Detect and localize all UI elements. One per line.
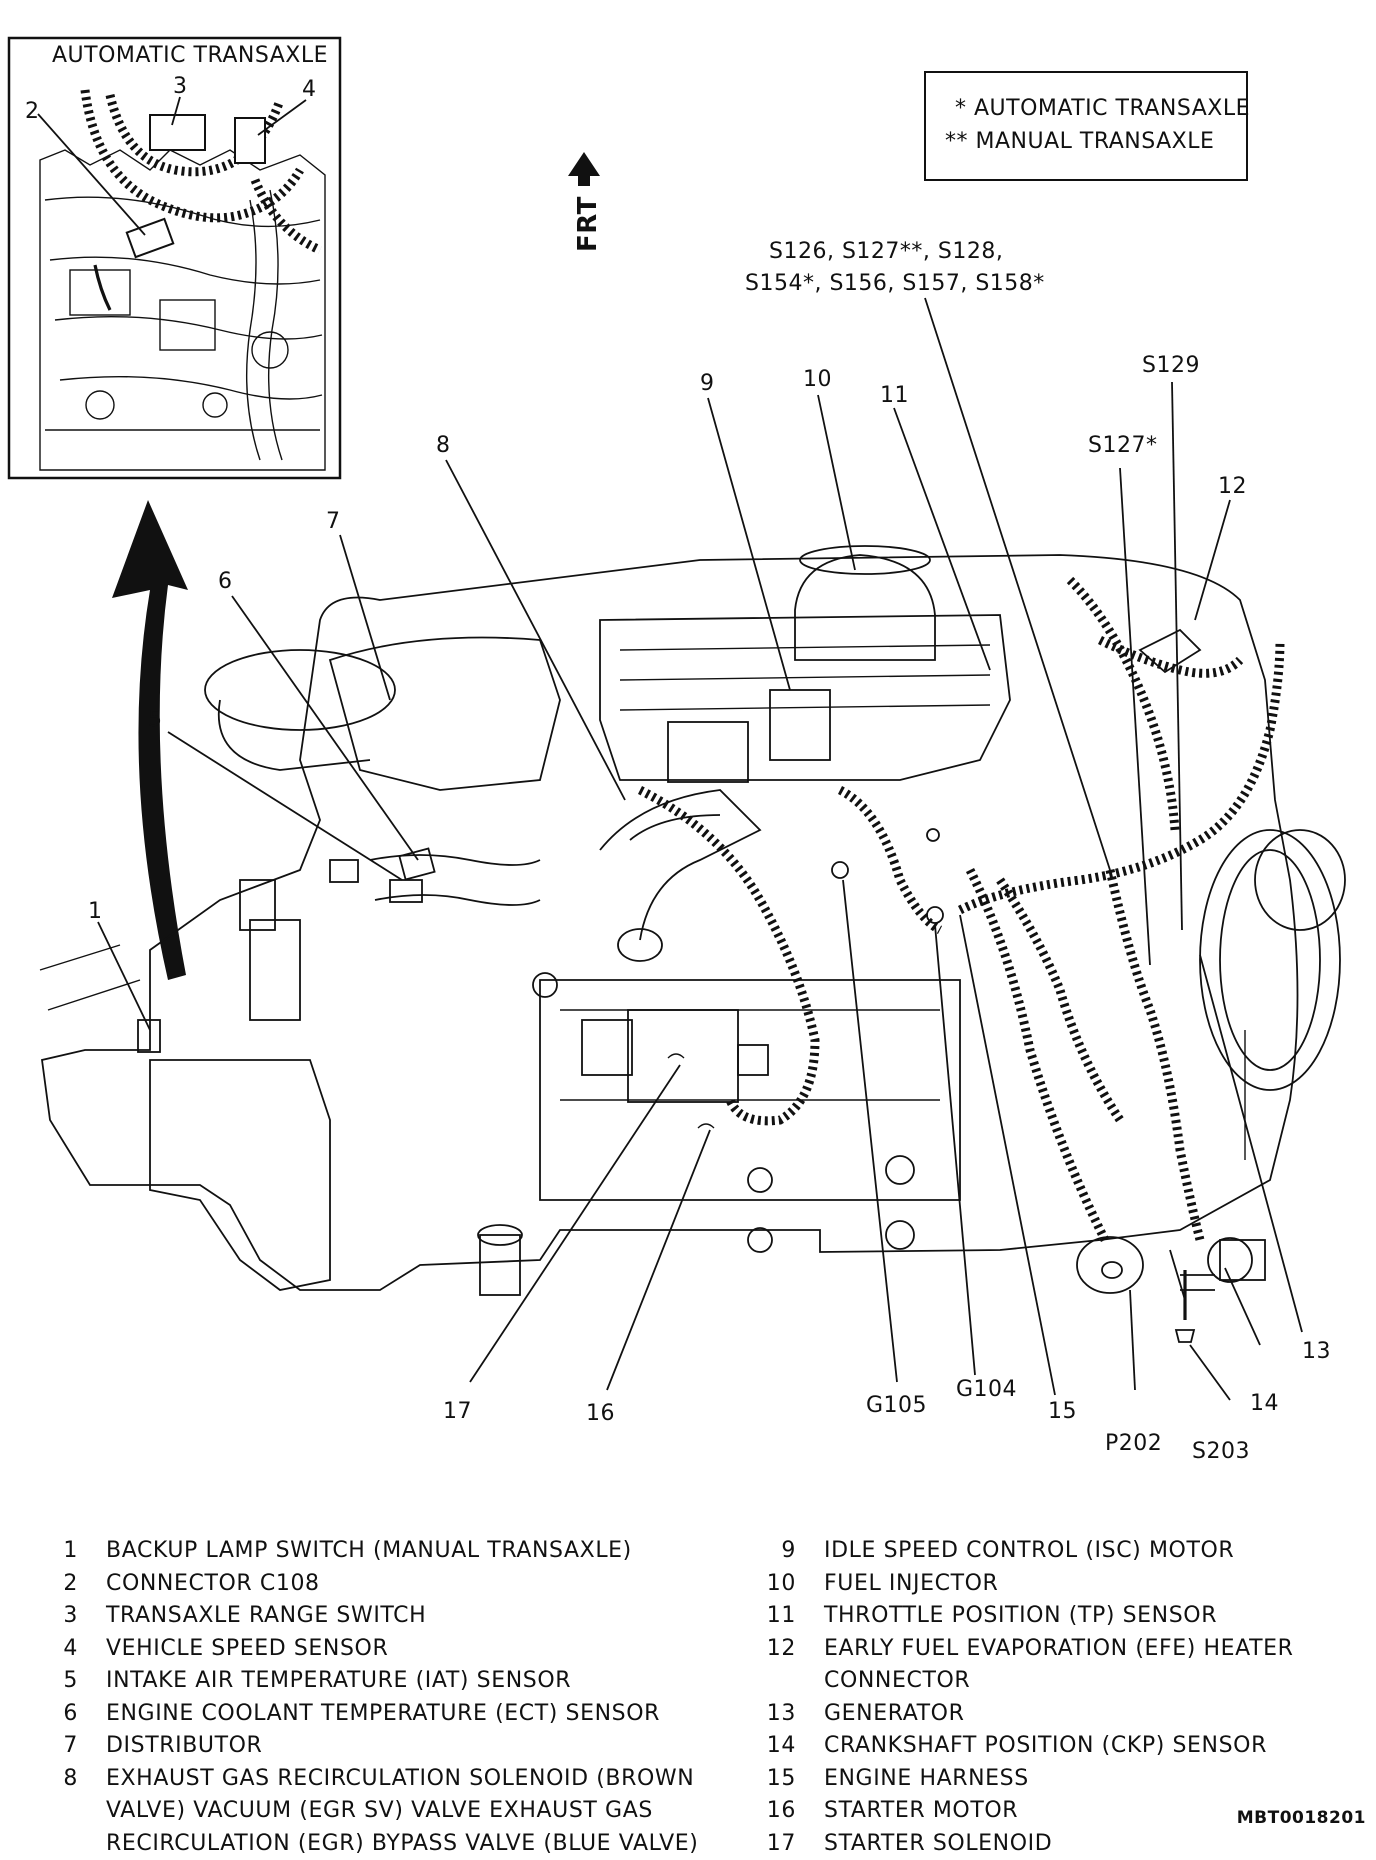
legend-item-continuation: RECIRCULATION (EGR) BYPASS VALVE (BLUE V… [38,1828,758,1860]
callout-10: 10 [803,367,832,392]
inset-callout-2: 2 [25,99,40,124]
inset-callout-3: 3 [173,74,188,99]
engine-component-locator-diagram: AUTOMATIC TRANSAXLE [0,0,1376,1530]
callout-7: 7 [326,509,341,534]
front-label: FRT [573,196,603,252]
inset-automatic-transaxle: AUTOMATIC TRANSAXLE [9,38,340,478]
callout-12: 12 [1218,474,1247,499]
callout-13: 13 [1302,1339,1331,1364]
front-direction-marker: FRT [568,152,603,252]
callout-14: 14 [1250,1391,1279,1416]
splice-s129: S129 [1142,353,1200,378]
inset-pointer-arrow [112,500,188,980]
splice-group-row2: S154*, S156, S157, S158* [745,271,1045,296]
splice-group-row1: S126, S127**, S128, [769,239,1003,264]
callout-9: 9 [700,371,715,396]
pass-through-p202: P202 [1105,1431,1162,1456]
callout-16: 16 [586,1401,615,1426]
key-automatic: * AUTOMATIC TRANSAXLE [955,96,1250,121]
callout-8: 8 [436,433,451,458]
callout-17: 17 [443,1399,472,1424]
legend-item-continuation: VALVE) VACUUM (EGR SV) VALVE EXHAUST GAS [38,1795,758,1828]
inset-title: AUTOMATIC TRANSAXLE [52,43,328,68]
legend-item-continuation: CONNECTOR [750,1665,1350,1698]
splice-s127: S127* [1088,433,1157,458]
ground-g104: G104 [956,1377,1017,1402]
callout-1: 1 [88,899,103,924]
splice-ground-labels: S126, S127**, S128, S154*, S156, S157, S… [745,239,1250,1464]
inset-callout-4: 4 [302,77,317,102]
splice-s203: S203 [1192,1439,1250,1464]
callout-15: 15 [1048,1399,1077,1424]
callout-11: 11 [880,383,909,408]
transaxle-key-box: * AUTOMATIC TRANSAXLE ** MANUAL TRANSAXL… [925,72,1250,180]
figure-id: MBT0018201 [1237,1808,1366,1828]
callout-6: 6 [218,569,233,594]
callout-5: 5 [148,707,163,732]
key-manual: ** MANUAL TRANSAXLE [945,129,1214,154]
ground-g105: G105 [866,1393,927,1418]
